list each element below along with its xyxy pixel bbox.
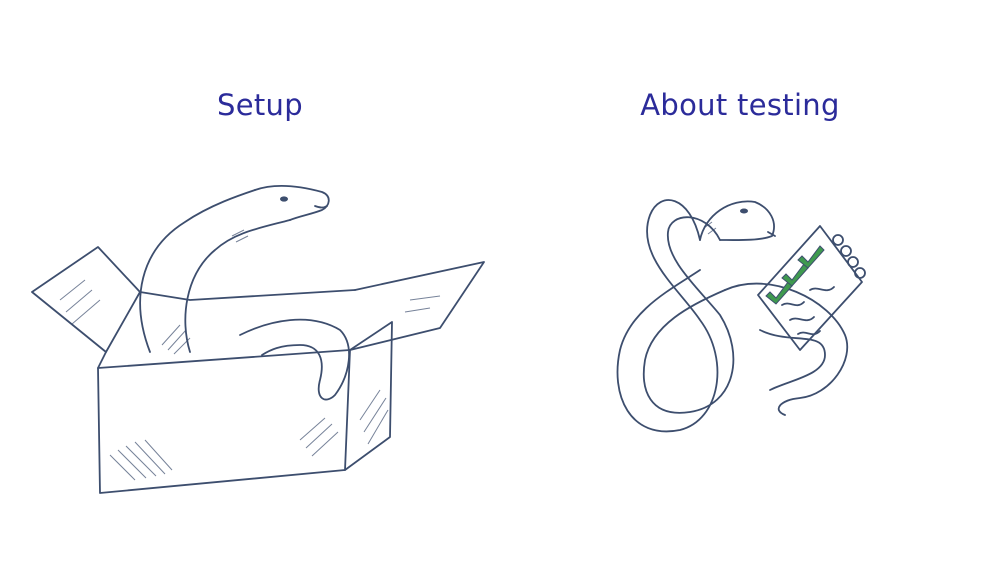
snake-coil xyxy=(239,318,350,401)
about-testing-panel: About testing xyxy=(520,0,1000,562)
box-back-rim xyxy=(139,289,356,301)
snake-neck-back xyxy=(139,189,256,353)
snake-with-checklist-illustration xyxy=(616,199,866,433)
snake-body-inner xyxy=(642,216,735,414)
about-testing-heading: About testing xyxy=(640,88,840,122)
setup-panel: Setup xyxy=(31,88,485,494)
snake-eye-icon xyxy=(740,208,748,214)
box-front xyxy=(97,349,351,494)
snake-head xyxy=(699,200,775,241)
snake-eye-icon xyxy=(280,196,288,202)
snake-neck-front xyxy=(184,219,291,353)
snake-body-outer xyxy=(616,199,719,433)
box-right-side xyxy=(344,321,393,471)
snake-in-box-illustration xyxy=(31,185,485,494)
checklist-notepad xyxy=(757,225,863,351)
check-icon xyxy=(797,245,825,269)
snake-head xyxy=(254,185,330,221)
box-left-flap xyxy=(31,246,141,353)
check-icon xyxy=(781,263,809,287)
box-right-flap xyxy=(349,261,485,351)
setup-heading: Setup xyxy=(217,88,303,122)
